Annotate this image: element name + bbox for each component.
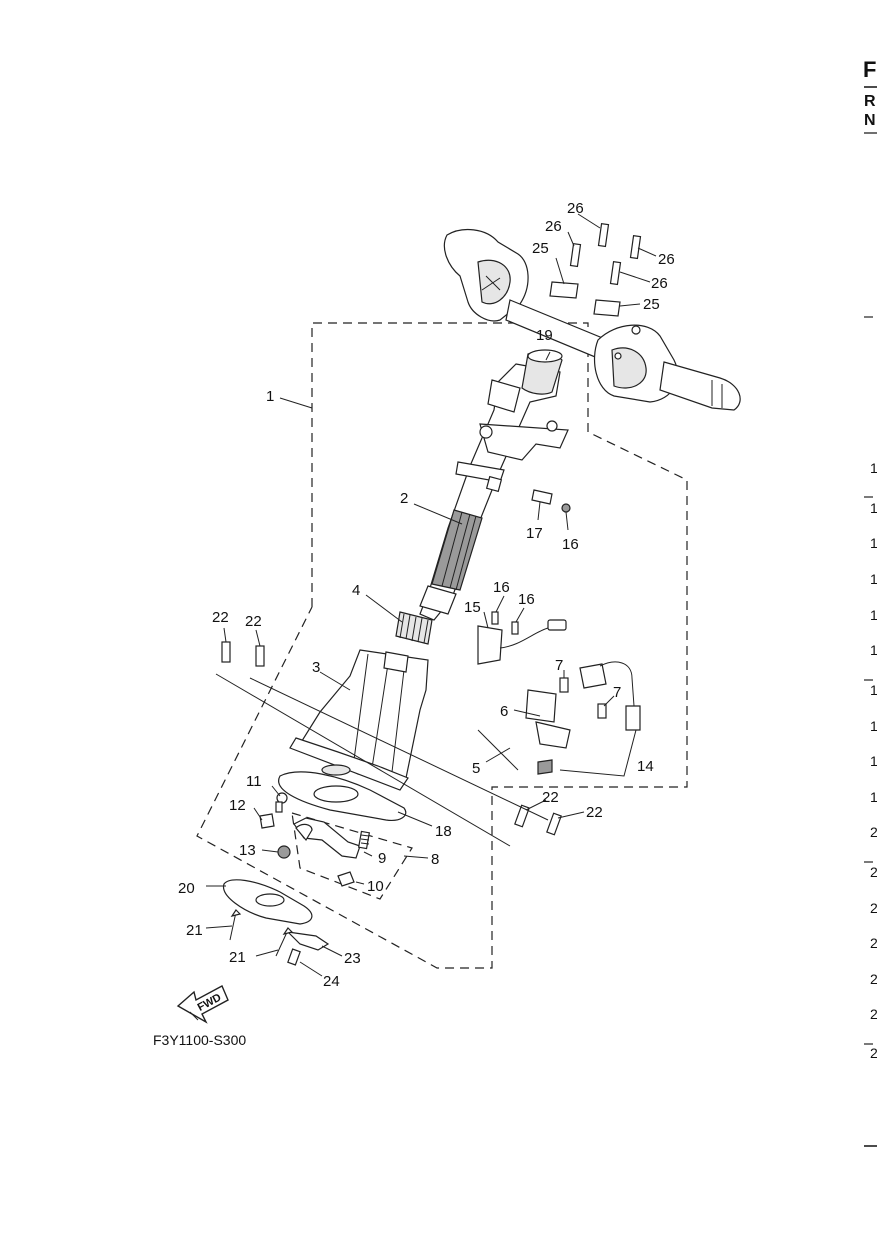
edge-number: 1 <box>870 500 877 516</box>
callout-22c: 22 <box>542 789 559 806</box>
callout-22b: 22 <box>245 613 262 630</box>
bolts-22 <box>215 641 562 847</box>
callout-23: 23 <box>344 950 361 967</box>
mounting-plate <box>223 879 330 966</box>
edge-number: 1 <box>870 753 877 769</box>
edge-number: 2 <box>870 900 877 916</box>
bracket-assembly <box>293 817 371 887</box>
callout-3: 3 <box>312 659 320 676</box>
steering-column <box>419 363 569 621</box>
right-edge-column: F R N 1 1 1 1 1 1 1 1 1 1 2 2 2 2 2 2 2 <box>863 57 877 1147</box>
callout-26a: 26 <box>567 200 584 217</box>
assembly-boundary <box>196 322 688 969</box>
callout-16c: 16 <box>562 536 579 553</box>
fwd-arrow-icon: FWD <box>176 985 229 1024</box>
edge-number: 1 <box>870 535 877 551</box>
callout-11: 11 <box>246 773 262 790</box>
edge-number: 2 <box>870 1045 877 1061</box>
callout-24: 24 <box>323 973 340 990</box>
handlebar-clamps <box>549 223 642 317</box>
callout-17: 17 <box>526 525 543 542</box>
callout-15: 15 <box>464 599 481 616</box>
callout-22a: 22 <box>212 609 229 626</box>
small-hardware <box>259 792 291 859</box>
callout-22d: 22 <box>586 804 603 821</box>
figure-reference: F3Y1100-S300 <box>153 1032 246 1048</box>
leader-lines <box>205 213 657 977</box>
edge-number: 2 <box>870 824 877 840</box>
edge-number: 1 <box>870 642 877 658</box>
callout-20: 20 <box>178 880 195 897</box>
callout-21a: 21 <box>186 922 203 939</box>
gasket <box>278 771 407 821</box>
callout-7a: 7 <box>555 657 563 674</box>
callout-12: 12 <box>229 797 246 814</box>
edge-number: 1 <box>870 718 877 734</box>
callout-1: 1 <box>266 388 274 405</box>
callout-25a: 25 <box>532 240 549 257</box>
clamp-assembly <box>531 489 571 513</box>
callout-7b: 7 <box>613 684 621 701</box>
callout-13: 13 <box>239 842 256 859</box>
edge-letter-n: N <box>864 112 876 129</box>
edge-number: 2 <box>870 1006 877 1022</box>
callout-6: 6 <box>500 703 508 720</box>
callout-16a: 16 <box>493 579 510 596</box>
callout-26c: 26 <box>658 251 675 268</box>
callout-19: 19 <box>536 327 553 344</box>
edge-letter-r: R <box>864 93 876 110</box>
callout-26d: 26 <box>651 275 668 292</box>
edge-letter-f: F <box>863 57 876 82</box>
edge-number: 2 <box>870 935 877 951</box>
callouts: 1 2 3 4 5 6 7 7 8 9 10 11 12 13 14 15 16… <box>178 200 675 990</box>
edge-number: 1 <box>870 789 877 805</box>
callout-9: 9 <box>378 850 386 867</box>
handlebar-assembly <box>443 228 741 411</box>
callout-4: 4 <box>352 582 360 599</box>
edge-number: 1 <box>870 682 877 698</box>
callout-16b: 16 <box>518 591 535 608</box>
edge-number: 1 <box>870 571 877 587</box>
callout-8: 8 <box>431 851 439 868</box>
throttle-sensor <box>477 611 567 665</box>
callout-10: 10 <box>367 878 384 895</box>
callout-14: 14 <box>637 758 654 775</box>
callout-18: 18 <box>435 823 452 840</box>
callout-5: 5 <box>472 760 480 777</box>
edge-number: 2 <box>870 971 877 987</box>
edge-number: 2 <box>870 864 877 880</box>
edge-number: 1 <box>870 460 877 476</box>
callout-21b: 21 <box>229 949 246 966</box>
callout-26b: 26 <box>545 218 562 235</box>
callout-2: 2 <box>400 490 408 507</box>
callout-25b: 25 <box>643 296 660 313</box>
edge-number: 1 <box>870 607 877 623</box>
column-housing <box>289 649 429 791</box>
spline-coupling <box>395 611 433 645</box>
column-pad <box>521 349 563 395</box>
